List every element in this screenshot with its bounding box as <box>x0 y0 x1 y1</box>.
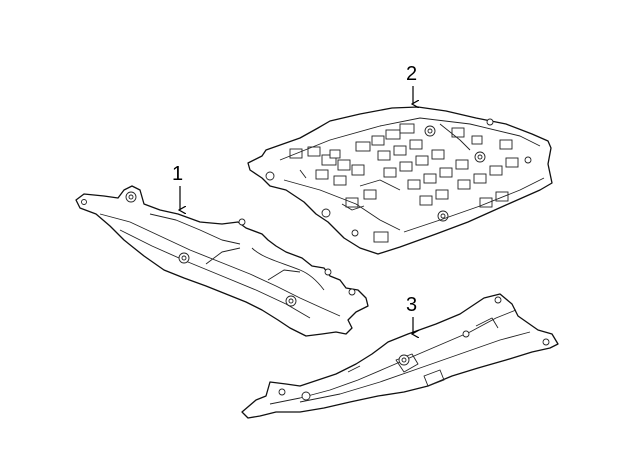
callout-2-number: 2 <box>406 63 417 85</box>
callout-2: 2 <box>406 63 417 104</box>
callout-3-number: 3 <box>406 294 417 316</box>
part-1-front-under-cover <box>75 185 369 337</box>
callout-1: 1 <box>172 163 183 210</box>
part-3-side-under-cover <box>241 293 559 419</box>
part-2-center-underbody-panel <box>247 106 553 255</box>
callout-1-number: 1 <box>172 163 183 185</box>
callout-3: 3 <box>406 294 417 334</box>
